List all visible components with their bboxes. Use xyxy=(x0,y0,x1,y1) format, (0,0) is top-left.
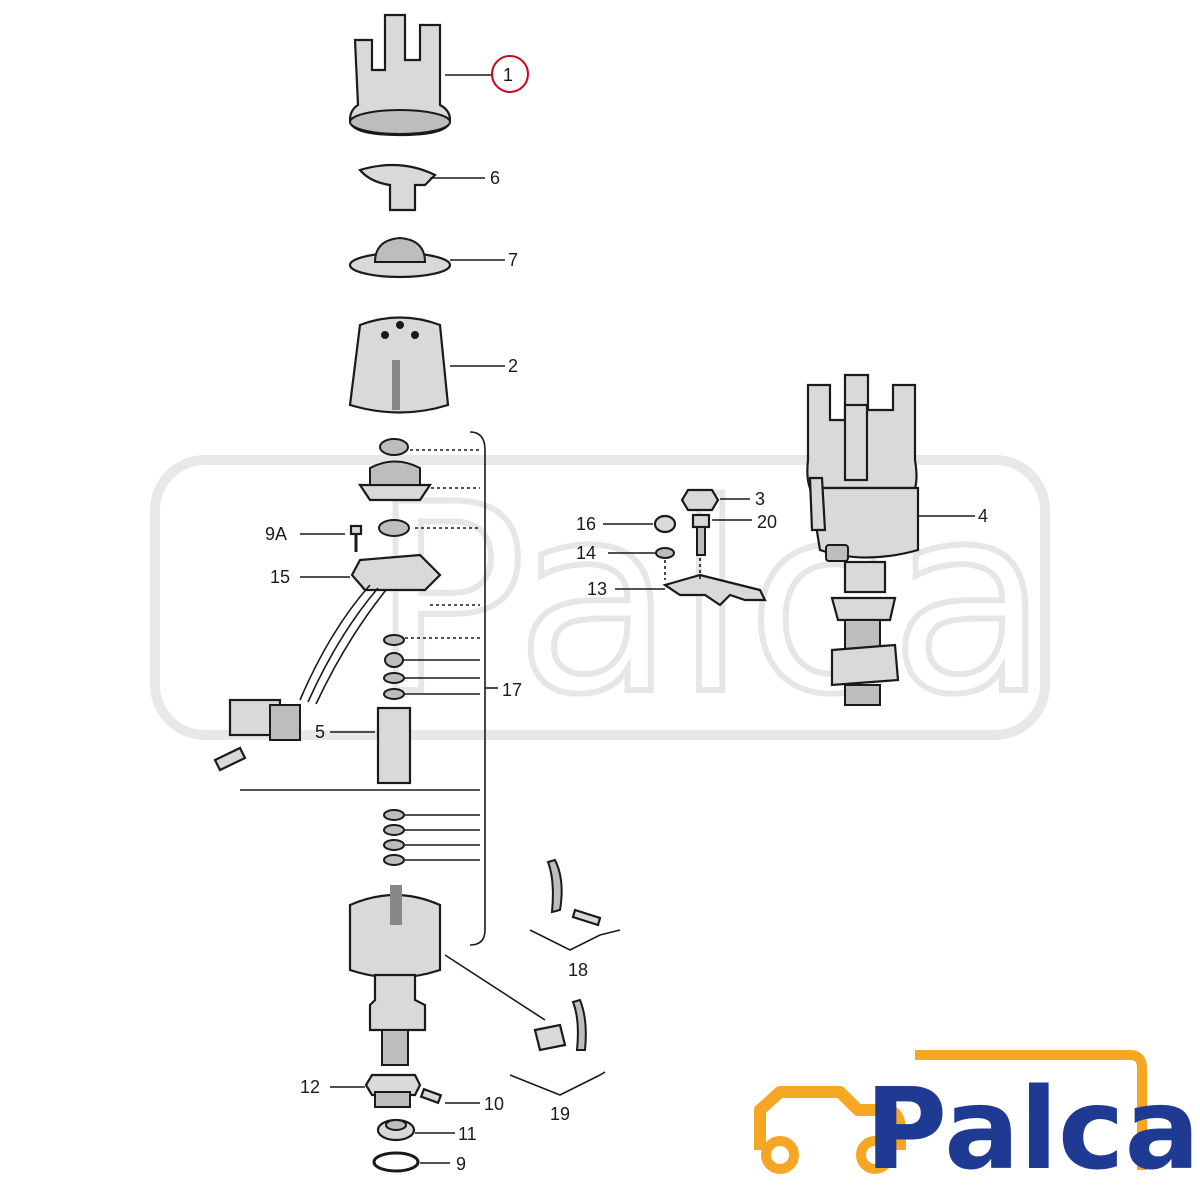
callout-18: 18 xyxy=(568,960,588,980)
logo-wheel-icon xyxy=(856,1136,894,1174)
part-9a-screw xyxy=(349,524,363,552)
part-11-bushing xyxy=(376,1118,416,1142)
callout-17: 17 xyxy=(502,680,522,700)
callout-2: 2 xyxy=(508,356,518,376)
screw-lower-left xyxy=(213,746,247,772)
part-5-shaft xyxy=(376,634,412,785)
part-3-nut xyxy=(680,488,720,512)
part-4-distributor-assembly xyxy=(806,373,920,706)
logo-wheel-icon xyxy=(761,1136,799,1174)
distributor-housing xyxy=(348,885,442,1066)
callout-19: 19 xyxy=(550,1104,570,1124)
callout-12: 12 xyxy=(300,1077,320,1097)
bracket-17 xyxy=(240,431,498,946)
logo-truck-icon xyxy=(754,1086,906,1150)
callout-3: 3 xyxy=(755,489,765,509)
part-14-washer xyxy=(655,547,675,559)
callout-6: 6 xyxy=(490,168,500,188)
part-7-dust-cover xyxy=(348,236,452,279)
callout-16: 16 xyxy=(576,514,596,534)
part-20-bolt xyxy=(691,513,711,556)
callout-14: 14 xyxy=(576,543,596,563)
callout-5: 5 xyxy=(315,722,325,742)
part-10-pin xyxy=(419,1087,443,1105)
part-1-distributor-cap xyxy=(348,13,452,137)
callout-20: 20 xyxy=(757,512,777,532)
callout-15: 15 xyxy=(270,567,290,587)
part-15-pickup xyxy=(228,553,442,741)
logo-text: Palca xyxy=(865,1065,1200,1195)
callout-11: 11 xyxy=(458,1124,477,1144)
callout-9: 9 xyxy=(456,1154,466,1174)
callout-10: 10 xyxy=(484,1094,504,1114)
palca-logo: Palca xyxy=(754,1050,1200,1195)
stacked-washers-upper xyxy=(357,438,433,537)
stacked-washers-lower xyxy=(383,809,405,866)
part-19-spring-group xyxy=(509,998,606,1096)
callout-7: 7 xyxy=(508,250,518,270)
callout-4: 4 xyxy=(978,506,988,526)
part-12-gear xyxy=(364,1073,422,1108)
part-13-clamp xyxy=(662,558,767,607)
highlight-circle xyxy=(491,55,529,93)
part-6-rotor xyxy=(358,163,437,212)
callout-13: 13 xyxy=(587,579,607,599)
part-9-oring xyxy=(372,1151,420,1173)
callout-9a: 9A xyxy=(265,524,287,544)
part-16-nut xyxy=(653,514,677,534)
part-18-spring-group xyxy=(529,858,621,951)
callout-1: 1 xyxy=(503,65,513,85)
logo-accent-frame xyxy=(915,1050,1147,1170)
part-2-shield xyxy=(348,316,450,414)
